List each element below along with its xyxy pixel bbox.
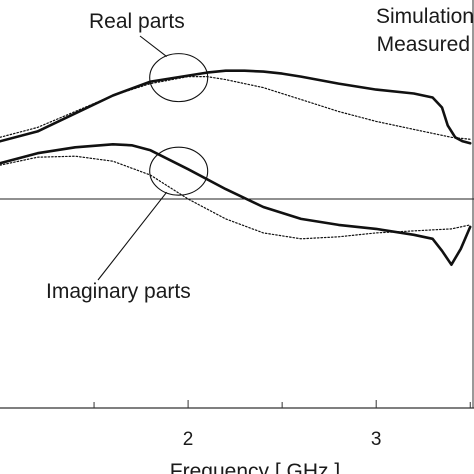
series-line-real-simulation (0, 69, 472, 145)
x-tick-label-3: 3 (371, 429, 382, 450)
series-group (0, 69, 472, 267)
x-tick-label-2: 2 (183, 429, 194, 450)
plot-frame (0, 0, 474, 409)
annotation-leader-imag (97, 191, 168, 281)
annotation-circle-real (149, 53, 209, 103)
legend-entry-simulation: Simulation (376, 5, 474, 28)
x-axis-label: Frequency [ GHz ] (170, 460, 340, 474)
series-line-imag-simulation (0, 143, 472, 267)
series-line-real-measured (0, 75, 471, 140)
annotation-imaginary-parts: Imaginary parts (46, 280, 191, 303)
annotation-real-parts: Real parts (89, 10, 185, 33)
annotation-circle-imag (149, 146, 209, 196)
annotation-leader-real (139, 35, 168, 58)
legend-entry-measured: Measured (377, 33, 470, 56)
annotation-group: Real parts Imaginary parts (46, 10, 209, 303)
series-line-imag-measured (0, 155, 471, 240)
legend: Simulation Measured (376, 5, 474, 56)
